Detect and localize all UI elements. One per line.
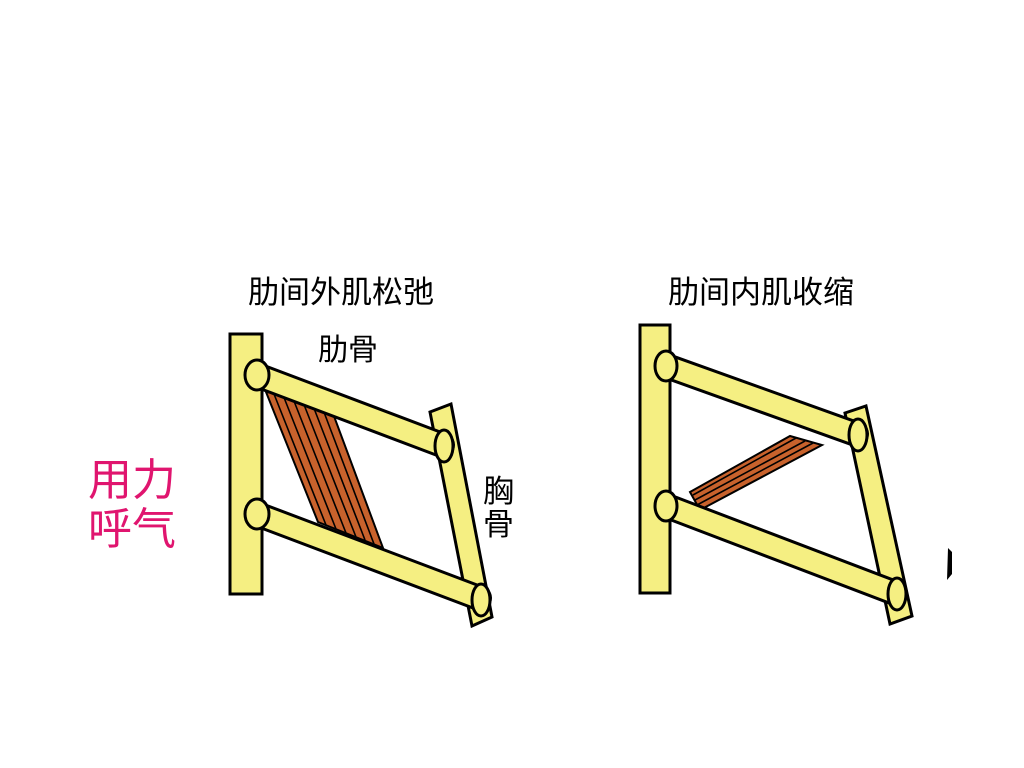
left-external-intercostal-muscle	[264, 390, 385, 550]
right-lower-rib	[653, 489, 908, 612]
right-internal-intercostal-muscle	[688, 434, 825, 512]
left-lower-rib	[243, 497, 492, 618]
stray-mark	[947, 548, 952, 580]
left-panel-title: 肋间外肌松弛	[248, 275, 434, 311]
sternum-label: 胸骨	[483, 474, 514, 544]
rib-label: 肋骨	[318, 333, 378, 368]
right-model	[638, 323, 914, 626]
right-upper-rib	[653, 349, 869, 453]
forced-exhalation-label: 用力呼气	[88, 455, 176, 556]
right-sternum	[843, 404, 914, 626]
left-upper-rib	[243, 358, 455, 464]
right-panel-title: 肋间内肌收缩	[668, 275, 854, 311]
left-model	[228, 332, 494, 629]
